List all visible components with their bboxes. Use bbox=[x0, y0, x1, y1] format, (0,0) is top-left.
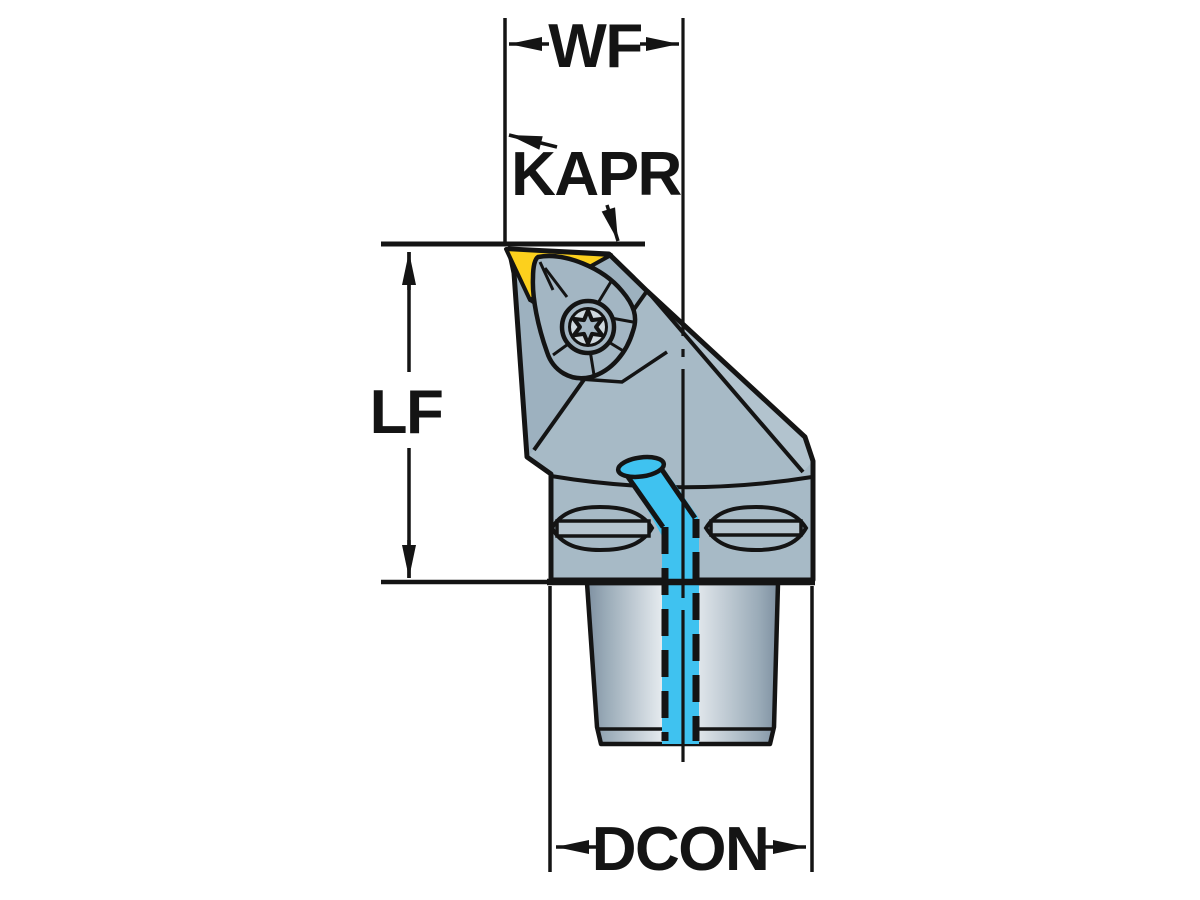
coolant-edge-right bbox=[655, 462, 698, 520]
coolant-entry-hole bbox=[615, 454, 667, 480]
insert-clamp bbox=[530, 253, 638, 381]
kapr-arrow-upper bbox=[508, 133, 558, 150]
grip-slot-left-band bbox=[555, 519, 651, 538]
coolant-edge-left bbox=[625, 475, 666, 529]
torx-star-icon bbox=[571, 308, 605, 346]
dimension-dcon: DCON bbox=[548, 586, 814, 884]
dimension-wf: WF bbox=[503, 12, 679, 244]
kapr-arrow-lower bbox=[601, 204, 620, 242]
grip-slot-right-band bbox=[709, 519, 803, 537]
pocket-edge-line bbox=[579, 350, 668, 384]
dimension-lf: LF bbox=[370, 252, 552, 585]
dcon-dimension-label: DCON bbox=[592, 815, 769, 884]
kapr-angle-label: KAPR bbox=[511, 140, 681, 209]
lf-dimension-label: LF bbox=[370, 378, 443, 447]
coolant-channel bbox=[615, 454, 700, 744]
coupling-flange-slots bbox=[549, 504, 809, 553]
wf-dimension-label: WF bbox=[548, 12, 641, 81]
coolant-duct-bend bbox=[626, 461, 698, 536]
dimension-kapr: KAPR bbox=[508, 133, 683, 242]
head-bevel-line bbox=[647, 291, 805, 474]
